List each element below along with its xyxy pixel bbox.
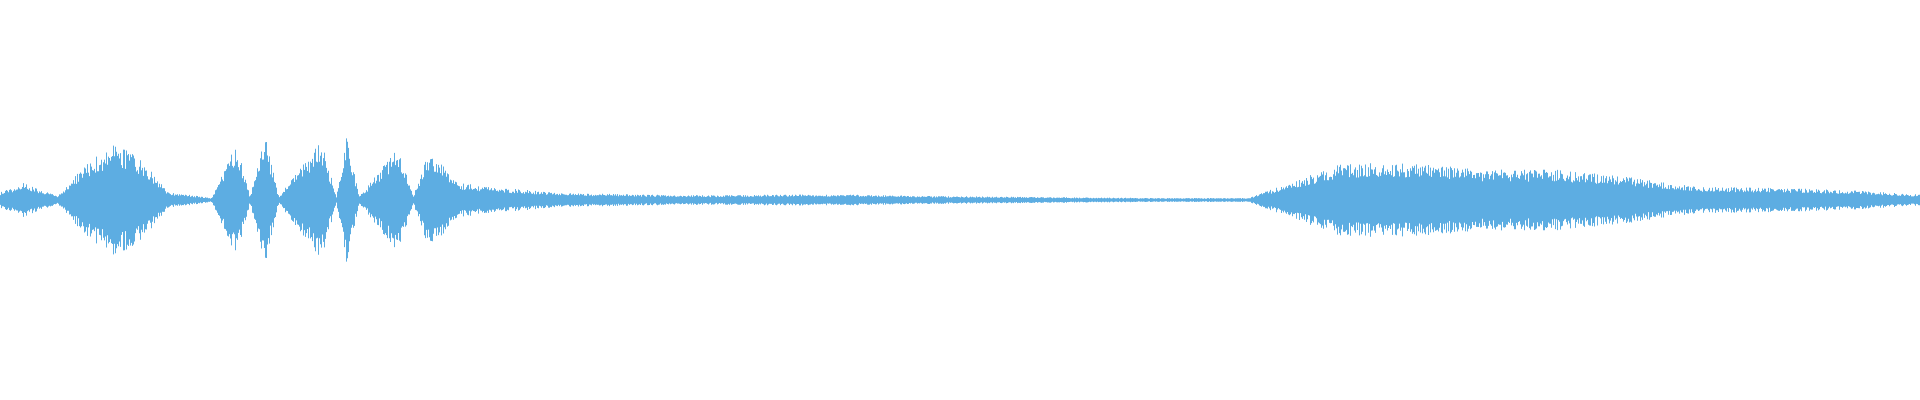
- waveform-samples: [0, 138, 1920, 262]
